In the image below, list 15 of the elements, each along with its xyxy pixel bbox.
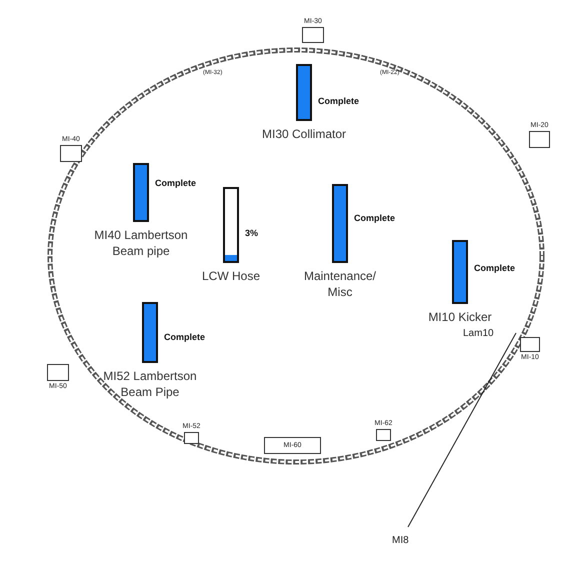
status-text: Complete	[474, 264, 516, 273]
status-text: Complete	[318, 97, 360, 106]
station-box	[264, 437, 321, 454]
status-text: 3%	[245, 229, 258, 238]
project-name: Maintenance/ Misc	[302, 268, 378, 300]
status-text: Complete	[155, 179, 196, 188]
project-name: MI40 Lambertson Beam pipe	[93, 227, 189, 259]
section-label: MI8	[392, 536, 409, 546]
project-name: MI30 Collimator	[260, 126, 348, 142]
status-text: Complete	[354, 214, 396, 223]
project-name: LCW Hose	[200, 268, 261, 284]
status-text: Complete	[164, 333, 206, 342]
project-name: MI10 Kicker	[427, 309, 493, 325]
project-name: MI52 Lambertson Beam Pipe	[102, 368, 198, 400]
section-label: Lam10	[463, 329, 494, 339]
